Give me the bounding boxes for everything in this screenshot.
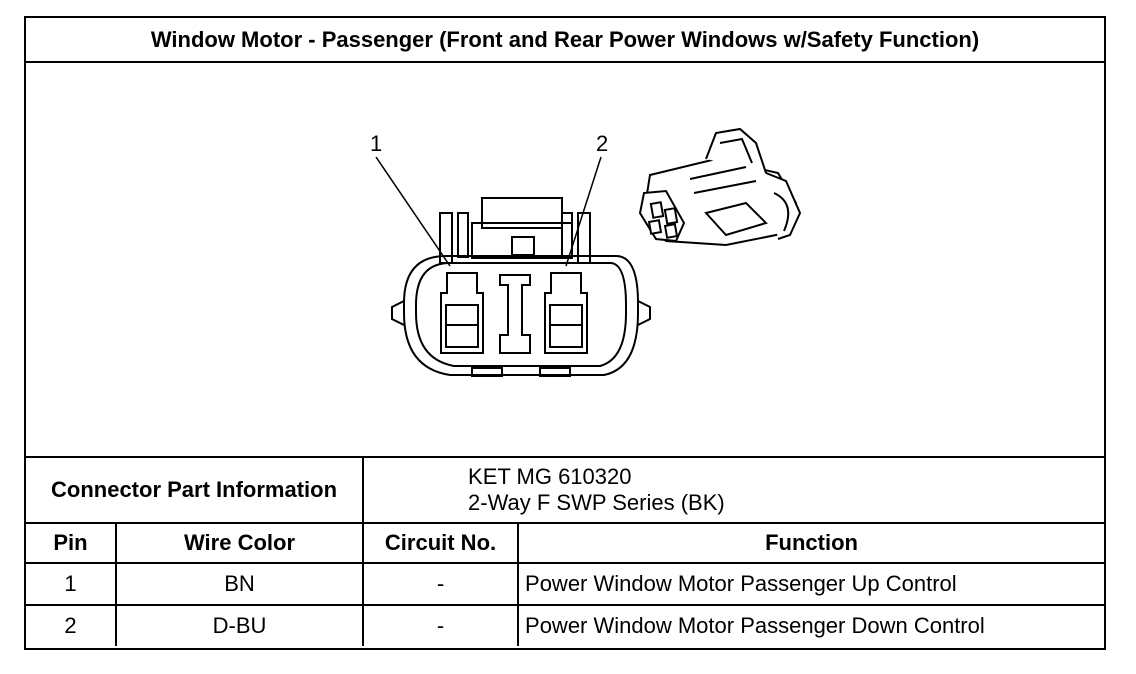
connector-part-number: KET MG 610320 — [468, 464, 632, 489]
header-function: Function — [517, 522, 1105, 564]
pin-function: Power Window Motor Passenger Up Control — [517, 562, 1105, 606]
table-header-row: Pin Wire Color Circuit No. Function — [26, 522, 1105, 564]
pin-2-callout: 2 — [596, 131, 608, 156]
connector-description: 2-Way F SWP Series (BK) — [468, 490, 725, 515]
pin-1-callout: 1 — [370, 131, 382, 156]
connector-sheet: Window Motor - Passenger (Front and Rear… — [24, 16, 1106, 650]
connector-info-value: KET MG 610320 2-Way F SWP Series (BK) — [362, 456, 1105, 524]
pin-number: 2 — [26, 604, 117, 646]
circuit-number: - — [362, 562, 520, 606]
wire-color: D-BU — [114, 604, 365, 646]
header-pin: Pin — [26, 522, 117, 564]
connector-info-row: Connector Part Information KET MG 610320… — [26, 456, 1105, 524]
connector-drawing: 1 2 — [26, 63, 1104, 456]
page-title: Window Motor - Passenger (Front and Rear… — [26, 18, 1104, 63]
table-row: 1 BN - Power Window Motor Passenger Up C… — [26, 562, 1105, 606]
connector-info-label: Connector Part Information — [26, 456, 365, 524]
pin-function: Power Window Motor Passenger Down Contro… — [517, 604, 1105, 646]
pin-number: 1 — [26, 562, 117, 606]
header-wire-color: Wire Color — [114, 522, 365, 564]
wire-color: BN — [114, 562, 365, 606]
circuit-number: - — [362, 604, 520, 646]
pin-1-leader — [375, 156, 451, 267]
header-circuit-no: Circuit No. — [362, 522, 520, 564]
connector-face — [391, 197, 651, 377]
pinout-table: Connector Part Information KET MG 610320… — [26, 456, 1105, 646]
table-row: 2 D-BU - Power Window Motor Passenger Do… — [26, 604, 1105, 646]
connector-isometric-illustration — [638, 127, 802, 247]
